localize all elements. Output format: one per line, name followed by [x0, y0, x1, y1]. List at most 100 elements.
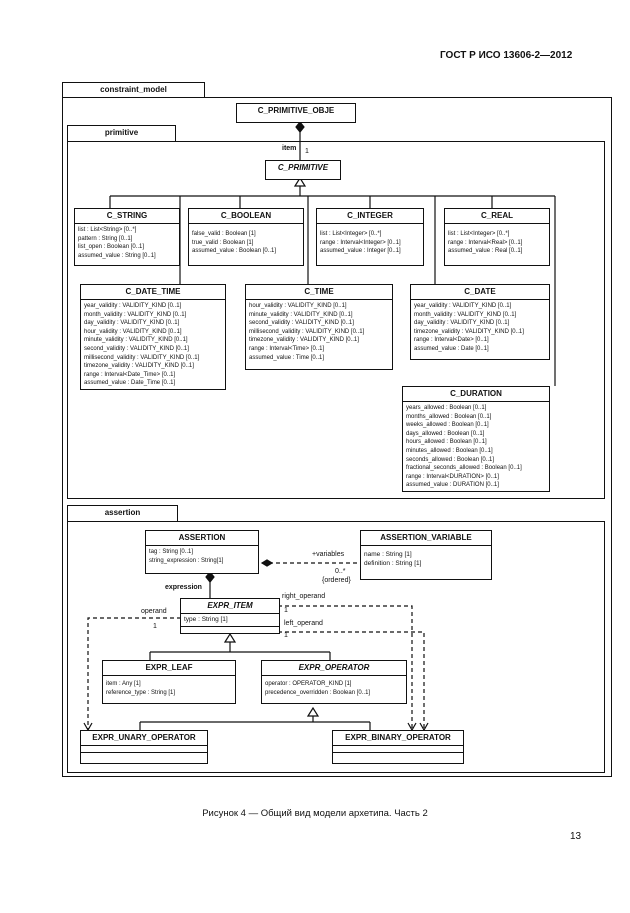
class-name: EXPR_OPERATOR: [262, 661, 406, 676]
class-name: ASSERTION_VARIABLE: [361, 531, 491, 546]
gen-arrow-expr-operator: [306, 706, 320, 717]
attribute: fractional_seconds_allowed : Boolean [0.…: [406, 465, 522, 472]
attribute: list : List<Integer> [0..*]: [448, 231, 510, 237]
attribute: range : Interval<Real> [0..1]: [448, 239, 523, 246]
class-assertion: ASSERTION tag : String [0..1] string_exp…: [145, 530, 259, 574]
attribute: pattern : String [0..1]: [78, 235, 133, 242]
class-expr-binary-operator: EXPR_BINARY_OPERATOR: [332, 730, 464, 764]
class-name: C_DATE: [411, 285, 549, 300]
attribute: item : Any [1]: [106, 681, 141, 687]
attribute: assumed_value : Date [0..1]: [414, 345, 489, 352]
class-c-real: C_REAL list : List<Integer> [0..*] range…: [444, 208, 550, 266]
composition-diamond-item: [295, 121, 305, 133]
class-expr-unary-operator: EXPR_UNARY_OPERATOR: [80, 730, 208, 764]
class-name: ASSERTION: [146, 531, 258, 546]
class-name: C_INTEGER: [317, 209, 423, 224]
attribute: range : Interval<DURATION> [0..1]: [406, 473, 499, 480]
label-right-operand-mult: 1: [284, 607, 288, 614]
association-variables-diamond: [260, 559, 274, 567]
attribute: year_validity : VALIDITY_KIND [0..1]: [414, 303, 512, 309]
label-left-operand-mult: 1: [284, 632, 288, 639]
attribute: second_validity : VALIDITY_KIND [0..1]: [249, 320, 354, 327]
attribute: timezone_validity : VALIDITY_KIND [0..1]: [84, 363, 194, 370]
label-operand: operand: [141, 608, 167, 615]
attribute: tag : String [0..1]: [149, 549, 194, 555]
label-item: item: [282, 145, 297, 152]
composition-diamond-expression: [205, 571, 215, 583]
attribute: millisecond_validity : VALIDITY_KIND [0.…: [84, 354, 200, 361]
class-name: C_REAL: [445, 209, 549, 224]
class-c-date-time: C_DATE_TIME year_validity : VALIDITY_KIN…: [80, 284, 226, 390]
attribute: false_valid : Boolean [1]: [192, 231, 256, 237]
class-attributes: tag : String [0..1] string_expression : …: [146, 546, 258, 565]
class-attributes: type : String [1]: [181, 614, 279, 627]
attribute: range : Interval<Date_Time> [0..1]: [84, 371, 176, 378]
class-c-string: C_STRING list : List<String> [0..*] patt…: [74, 208, 180, 266]
class-name: EXPR_ITEM: [181, 599, 279, 614]
class-attributes: list : List<String> [0..*] pattern : Str…: [75, 224, 179, 260]
class-name: C_PRIMITIVE: [277, 163, 329, 172]
attribute: hour_validity : VALIDITY_KIND [0..1]: [84, 328, 182, 335]
class-name: EXPR_LEAF: [103, 661, 235, 676]
class-attributes: name : String [1] definition : String [1…: [361, 546, 491, 568]
class-attributes: hour_validity : VALIDITY_KIND [0..1] min…: [246, 300, 392, 362]
document-header: ГОСТ Р ИСО 13606-2—2012: [440, 50, 573, 61]
class-expr-leaf: EXPR_LEAF item : Any [1] reference_type …: [102, 660, 236, 704]
attribute: day_validity : VALIDITY_KIND [0..1]: [414, 320, 510, 327]
attribute: year_validity : VALIDITY_KIND [0..1]: [84, 303, 182, 309]
class-c-primitive: C_PRIMITIVE: [265, 160, 341, 180]
label-variables: +variables: [312, 551, 345, 558]
class-expr-item: EXPR_ITEM type : String [1]: [180, 598, 280, 634]
generalization-arrow-primitive: [293, 176, 307, 187]
label-ordered: {ordered}: [322, 577, 351, 584]
attribute: operator : OPERATOR_KIND [1]: [265, 681, 352, 687]
attribute: assumed_value : Integer [0..1]: [320, 248, 401, 255]
label-variables-mult: 0..*: [335, 568, 346, 575]
class-empty-compartment: [81, 746, 207, 753]
class-attributes: year_validity : VALIDITY_KIND [0..1] mon…: [411, 300, 549, 354]
package-tab-constraint-model: constraint_model: [62, 82, 205, 98]
class-c-boolean: C_BOOLEAN false_valid : Boolean [1] true…: [188, 208, 304, 266]
label-left-operand: left_operand: [284, 620, 323, 627]
attribute: string_expression : String[1]: [149, 557, 224, 564]
attribute: list_open : Boolean [0..1]: [78, 244, 145, 251]
association-left-operand: [278, 631, 425, 730]
attribute: months_allowed : Boolean [0..1]: [406, 413, 492, 420]
package-label-primitive: primitive: [104, 128, 139, 137]
class-name: C_STRING: [75, 209, 179, 224]
attribute: list : List<Integer> [0..*]: [320, 231, 382, 237]
attribute: definition : String [1]: [364, 559, 422, 567]
attribute: timezone_validity : VALIDITY_KIND [0..1]: [249, 337, 359, 344]
package-tab-assertion: assertion: [67, 505, 178, 522]
attribute: precedence_overridden : Boolean [0..1]: [265, 689, 371, 696]
attribute: name : String [1]: [364, 551, 412, 558]
class-name: C_PRIMITIVE_OBJE: [257, 106, 335, 115]
attribute: hour_validity : VALIDITY_KIND [0..1]: [249, 303, 347, 309]
association-operand: [87, 617, 188, 730]
class-attributes: list : List<Integer> [0..*] range : Inte…: [445, 224, 549, 256]
attribute: month_validity : VALIDITY_KIND [0..1]: [414, 311, 517, 318]
attribute: assumed_value : DURATION [0..1]: [406, 482, 499, 489]
class-empty-compartment: [333, 746, 463, 753]
class-c-primitive-object: C_PRIMITIVE_OBJE: [236, 103, 356, 123]
attribute: second_validity : VALIDITY_KIND [0..1]: [84, 345, 189, 352]
attribute: true_valid : Boolean [1]: [192, 239, 254, 246]
label-item-mult: 1: [305, 148, 309, 155]
attribute: type : String [1]: [184, 616, 228, 623]
attribute: years_allowed : Boolean [0..1]: [406, 405, 487, 411]
page-number: 13: [570, 831, 582, 842]
class-name: C_DURATION: [403, 387, 549, 402]
package-label-constraint-model: constraint_model: [100, 85, 167, 94]
attribute: range : Interval<Date> [0..1]: [414, 337, 489, 344]
class-expr-operator: EXPR_OPERATOR operator : OPERATOR_KIND […: [261, 660, 407, 704]
class-assertion-variable: ASSERTION_VARIABLE name : String [1] def…: [360, 530, 492, 580]
attribute: range : Interval<Integer> [0..1]: [320, 239, 401, 246]
class-attributes: operator : OPERATOR_KIND [1] precedence_…: [262, 676, 406, 697]
package-constraint-model: [62, 97, 612, 777]
package-tab-primitive: primitive: [67, 125, 176, 142]
label-right-operand: right_operand: [282, 593, 326, 600]
attribute: minutes_allowed : Boolean [0..1]: [406, 447, 493, 454]
class-c-duration: C_DURATION years_allowed : Boolean [0..1…: [402, 386, 550, 492]
attribute: assumed_value : Boolean [0..1]: [192, 248, 277, 255]
